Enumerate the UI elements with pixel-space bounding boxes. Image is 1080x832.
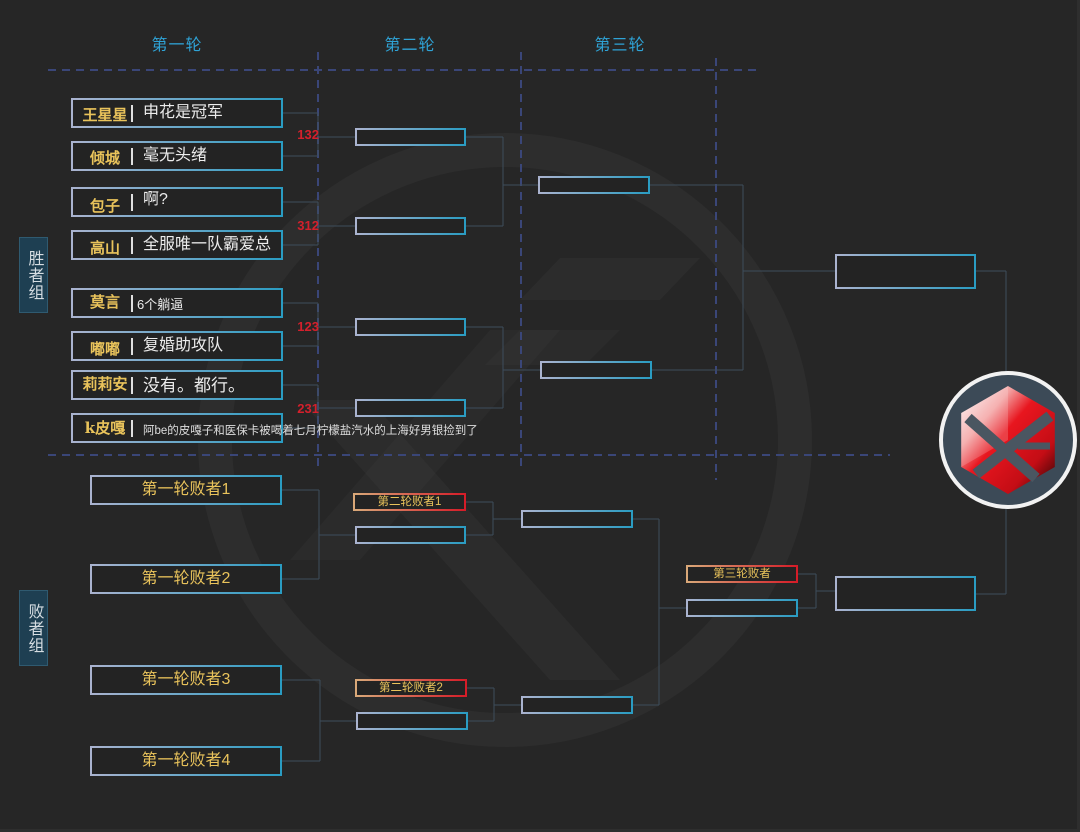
player-name: 莉莉安 bbox=[82, 375, 128, 393]
separator bbox=[131, 420, 133, 437]
player-slot[interactable]: 嘟嘟 复婚助攻队 bbox=[71, 331, 283, 361]
player-slot[interactable]: 莉莉安 没有。都行。 bbox=[71, 370, 283, 400]
player-name: 高山 bbox=[89, 239, 120, 257]
losers-round3-slot[interactable] bbox=[521, 696, 633, 714]
losers-round1-slot[interactable]: 第一轮败者3 bbox=[90, 665, 282, 695]
losers-round2-slot[interactable]: 第二轮败者1 bbox=[353, 493, 466, 511]
player-slot[interactable]: k皮嘎 阿be的皮嘎子和医保卡被喝着七月柠檬盐汽水的上海好男银捡到了 bbox=[71, 413, 478, 443]
slot-text: 第二轮败者1 bbox=[377, 496, 442, 508]
losers-round2-slot[interactable] bbox=[356, 712, 468, 730]
player-name: 莫言 bbox=[89, 293, 120, 311]
losers-round4-slot[interactable] bbox=[686, 599, 798, 617]
winners-round2-slot[interactable] bbox=[355, 399, 466, 417]
player-name: k皮嘎 bbox=[84, 419, 126, 437]
slot-text: 第二轮败者2 bbox=[379, 682, 443, 694]
separator bbox=[131, 194, 133, 211]
player-slot[interactable]: 王星星 申花是冠军 bbox=[71, 98, 283, 128]
player-name: 包子 bbox=[89, 197, 120, 215]
winners-group-label: 胜者组 bbox=[19, 237, 48, 313]
player-name: 倾城 bbox=[89, 149, 120, 167]
round-label-1: 第一轮 bbox=[151, 37, 203, 54]
slot-text: 第一轮败者4 bbox=[141, 752, 231, 769]
winners-round3-slot[interactable] bbox=[540, 361, 652, 379]
match-score: 132 bbox=[297, 127, 319, 142]
separator bbox=[131, 105, 133, 122]
losers-round2-slot[interactable] bbox=[355, 526, 466, 544]
losers-round3-slot[interactable] bbox=[521, 510, 633, 528]
losers-round4-slot[interactable]: 第三轮败者 bbox=[686, 565, 798, 583]
slot-text: 第一轮败者2 bbox=[141, 570, 231, 587]
winners-round2-slot[interactable] bbox=[355, 217, 466, 235]
match-score: 312 bbox=[297, 218, 319, 233]
team-name: 申花是冠军 bbox=[143, 104, 224, 121]
player-slot[interactable]: 倾城 毫无头绪 bbox=[71, 141, 283, 171]
player-name: 王星星 bbox=[82, 106, 128, 124]
separator bbox=[131, 377, 133, 394]
team-name: 6个躺逼 bbox=[137, 297, 184, 312]
losers-round1-slot[interactable]: 第一轮败者4 bbox=[90, 746, 282, 776]
team-name: 复婚助攻队 bbox=[143, 337, 224, 354]
team-name: 全服唯一队霸爱总 bbox=[143, 236, 272, 253]
match-score: 123 bbox=[297, 319, 319, 334]
team-name: 啊? bbox=[143, 191, 168, 208]
separator bbox=[131, 148, 133, 165]
team-name: 阿be的皮嘎子和医保卡被喝着七月柠檬盐汽水的上海好男银捡到了 bbox=[143, 425, 478, 437]
team-name: 没有。都行。 bbox=[143, 376, 245, 395]
separator bbox=[131, 237, 133, 254]
winners-round2-slot[interactable] bbox=[355, 318, 466, 336]
separator bbox=[131, 295, 133, 312]
winners-final-slot[interactable] bbox=[835, 254, 976, 289]
slot-text: 第一轮败者1 bbox=[141, 481, 231, 498]
player-slot[interactable]: 高山 全服唯一队霸爱总 bbox=[71, 230, 283, 260]
team-logo-icon bbox=[939, 371, 1077, 509]
match-score: 231 bbox=[297, 401, 319, 416]
losers-group-label: 败者组 bbox=[19, 590, 48, 666]
losers-final-slot[interactable] bbox=[835, 576, 976, 611]
slot-text: 第三轮败者 bbox=[713, 568, 771, 580]
losers-round1-slot[interactable]: 第一轮败者1 bbox=[90, 475, 282, 505]
losers-round2-slot[interactable]: 第二轮败者2 bbox=[355, 679, 467, 697]
slot-text: 第一轮败者3 bbox=[141, 671, 231, 688]
player-slot[interactable]: 莫言 6个躺逼 bbox=[71, 288, 283, 318]
round-label-3: 第三轮 bbox=[594, 37, 646, 54]
player-name: 嘟嘟 bbox=[89, 340, 120, 358]
winners-round2-slot[interactable] bbox=[355, 128, 466, 146]
separator bbox=[131, 338, 133, 355]
winners-round3-slot[interactable] bbox=[538, 176, 650, 194]
round-label-2: 第二轮 bbox=[384, 37, 436, 54]
losers-round1-slot[interactable]: 第一轮败者2 bbox=[90, 564, 282, 594]
player-slot[interactable]: 包子 啊? bbox=[71, 187, 283, 217]
team-name: 毫无头绪 bbox=[143, 147, 208, 164]
